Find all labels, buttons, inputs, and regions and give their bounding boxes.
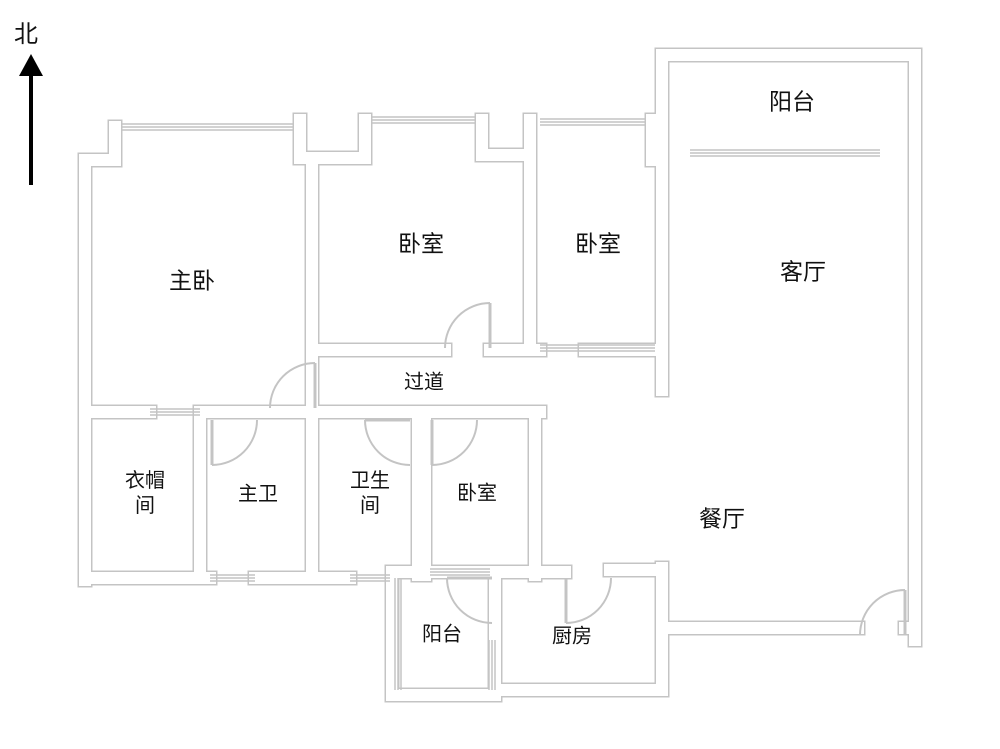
- room-bedroom-4: 卧室: [457, 480, 497, 505]
- wall-outline: [654, 560, 866, 636]
- wall-outline: [654, 47, 923, 648]
- doors: [210, 302, 907, 636]
- room-bathroom: 卫生 间: [350, 468, 390, 517]
- wall-fill: [476, 114, 536, 161]
- room-bedroom-2: 卧室: [398, 231, 444, 258]
- room-bedroom-3: 卧室: [575, 231, 621, 258]
- room-balcony-top: 阳台: [769, 89, 815, 116]
- room-master-bedroom: 主卧: [169, 268, 215, 295]
- door-swing: [269, 362, 316, 409]
- door-swing: [859, 589, 906, 636]
- room-kitchen: 厨房: [552, 623, 592, 648]
- wall-fill: [656, 562, 864, 634]
- room-corridor: 过道: [404, 369, 444, 394]
- room-living: 客厅: [780, 259, 826, 286]
- walls: [77, 47, 923, 703]
- door-swing: [444, 302, 491, 349]
- room-balcony-small: 阳台: [422, 621, 462, 646]
- door-swing: [565, 577, 612, 624]
- windows: [122, 116, 880, 690]
- north-arrow: [19, 54, 43, 185]
- room-cloakroom: 衣帽 间: [125, 468, 165, 517]
- wall-fill: [294, 114, 371, 164]
- wall-fill: [79, 121, 121, 586]
- door-swing: [446, 577, 493, 624]
- room-master-bath: 主卫: [238, 481, 278, 506]
- door-swing: [364, 419, 411, 466]
- room-dining: 餐厅: [699, 506, 745, 533]
- door-swing: [431, 419, 478, 466]
- wall-fill: [656, 49, 921, 646]
- door-swing: [211, 419, 258, 466]
- north-label: 北: [14, 20, 38, 48]
